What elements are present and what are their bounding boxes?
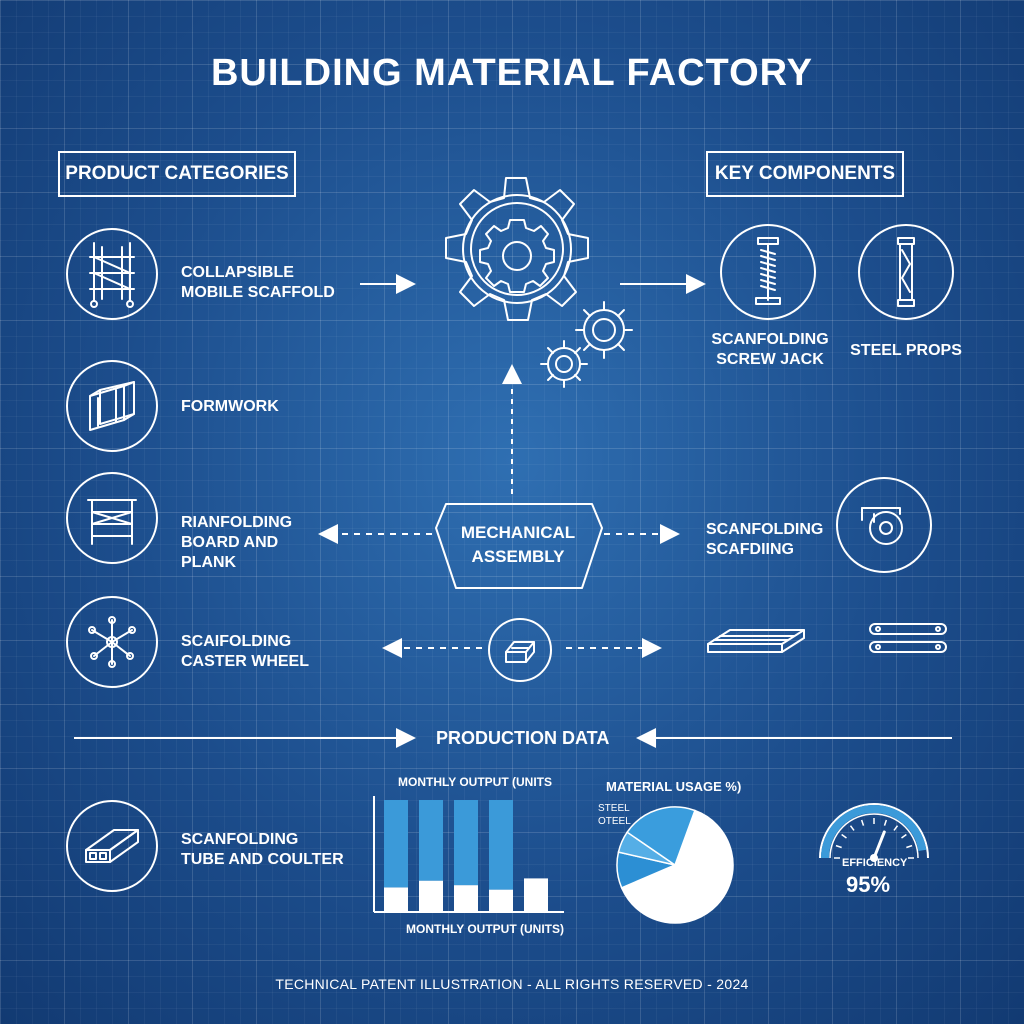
gauge-tick: [849, 825, 855, 831]
efficiency-gauge: [819, 803, 929, 862]
scaffold-tower-icon: [66, 228, 158, 320]
component-label-screw-jack: SCANFOLDING SCREW JACK: [711, 331, 829, 368]
production-data-heading: PRODUCTION DATA: [436, 728, 610, 748]
bar-4-segment-2: [489, 800, 513, 890]
bar-2-segment-2: [419, 800, 443, 881]
component-label-steel-props: STEEL PROPS: [850, 342, 962, 359]
mechanical-assembly-box: [435, 503, 603, 589]
footer-text: TECHNICAL PATENT ILLUSTRATION - ALL RIGH…: [275, 976, 749, 992]
bracket-pair-icon: [869, 623, 947, 653]
bar-1-segment-2: [384, 800, 408, 888]
metal-ingot-icon: [488, 618, 552, 682]
gear-icon: [445, 177, 633, 388]
gauge-tick: [906, 844, 913, 849]
pie-legend-steel: STEEL: [598, 803, 630, 814]
bar-4-segment-1: [489, 889, 513, 912]
gauge-tick: [893, 825, 899, 831]
pie-slice-1: [620, 809, 734, 924]
mechanical-assembly-label: MECHANICAL ASSEMBLY: [460, 523, 576, 566]
steel-prop-icon: [858, 224, 954, 320]
bar-5-segment-1: [524, 878, 548, 912]
gauge-label: EFFICIENCY: [842, 857, 908, 869]
category-label-caster-wheel: SCAIFOLDING CASTER WHEEL: [181, 633, 309, 670]
scaffold-frame-icon: [66, 472, 158, 564]
page-title: BUILDING MATERIAL FACTORY: [210, 52, 814, 94]
bar-chart-title: MONTHLY OUTPUT (UNITS: [398, 775, 553, 789]
gauge-tick: [901, 833, 907, 839]
bar-chart: [373, 796, 564, 913]
pie-legend-oteel: OTEEL: [598, 816, 631, 827]
caster-wheel-icon: [66, 596, 158, 688]
pie-chart-title: MATERIAL USAGE %): [606, 779, 742, 794]
gauge-tick: [883, 819, 888, 826]
clamp-coupler-icon: [836, 477, 932, 573]
tube-coupler-label: SCANFOLDING TUBE AND COULTER: [181, 831, 344, 868]
pie-chart: [616, 806, 734, 924]
gauge-tick: [835, 844, 842, 849]
tube-coupler-icon: [66, 800, 158, 892]
bar-2-segment-1: [419, 880, 443, 912]
gauge-value: 95%: [846, 872, 891, 897]
category-label-formwork: FORMWORK: [181, 398, 279, 415]
gauge-fill: [821, 805, 927, 859]
gauge-needle: [872, 830, 886, 860]
key-components-heading: KEY COMPONENTS: [706, 151, 904, 197]
bar-1-segment-1: [384, 887, 408, 912]
bar-chart-x-label: MONTHLY OUTPUT (UNITS): [406, 922, 564, 936]
component-label-scafdiing: SCANFOLDING SCAFDIING: [706, 521, 824, 558]
category-label-board-plank: RIANFOLDING BOARD AND PLANK: [181, 514, 293, 571]
screw-jack-icon: [720, 224, 816, 320]
bar-3-segment-1: [454, 885, 478, 912]
formwork-icon: [66, 360, 158, 452]
gauge-tick: [860, 819, 865, 826]
product-categories-heading: PRODUCT CATEGORIES: [58, 151, 296, 197]
pie-slice-4: [626, 806, 696, 867]
gauge-tick: [841, 833, 847, 839]
bar-3-segment-2: [454, 800, 478, 886]
category-label-mobile-scaffold: COLLAPSIBLE MOBILE SCAFFOLD: [181, 264, 335, 301]
plank-icon: [707, 629, 805, 653]
